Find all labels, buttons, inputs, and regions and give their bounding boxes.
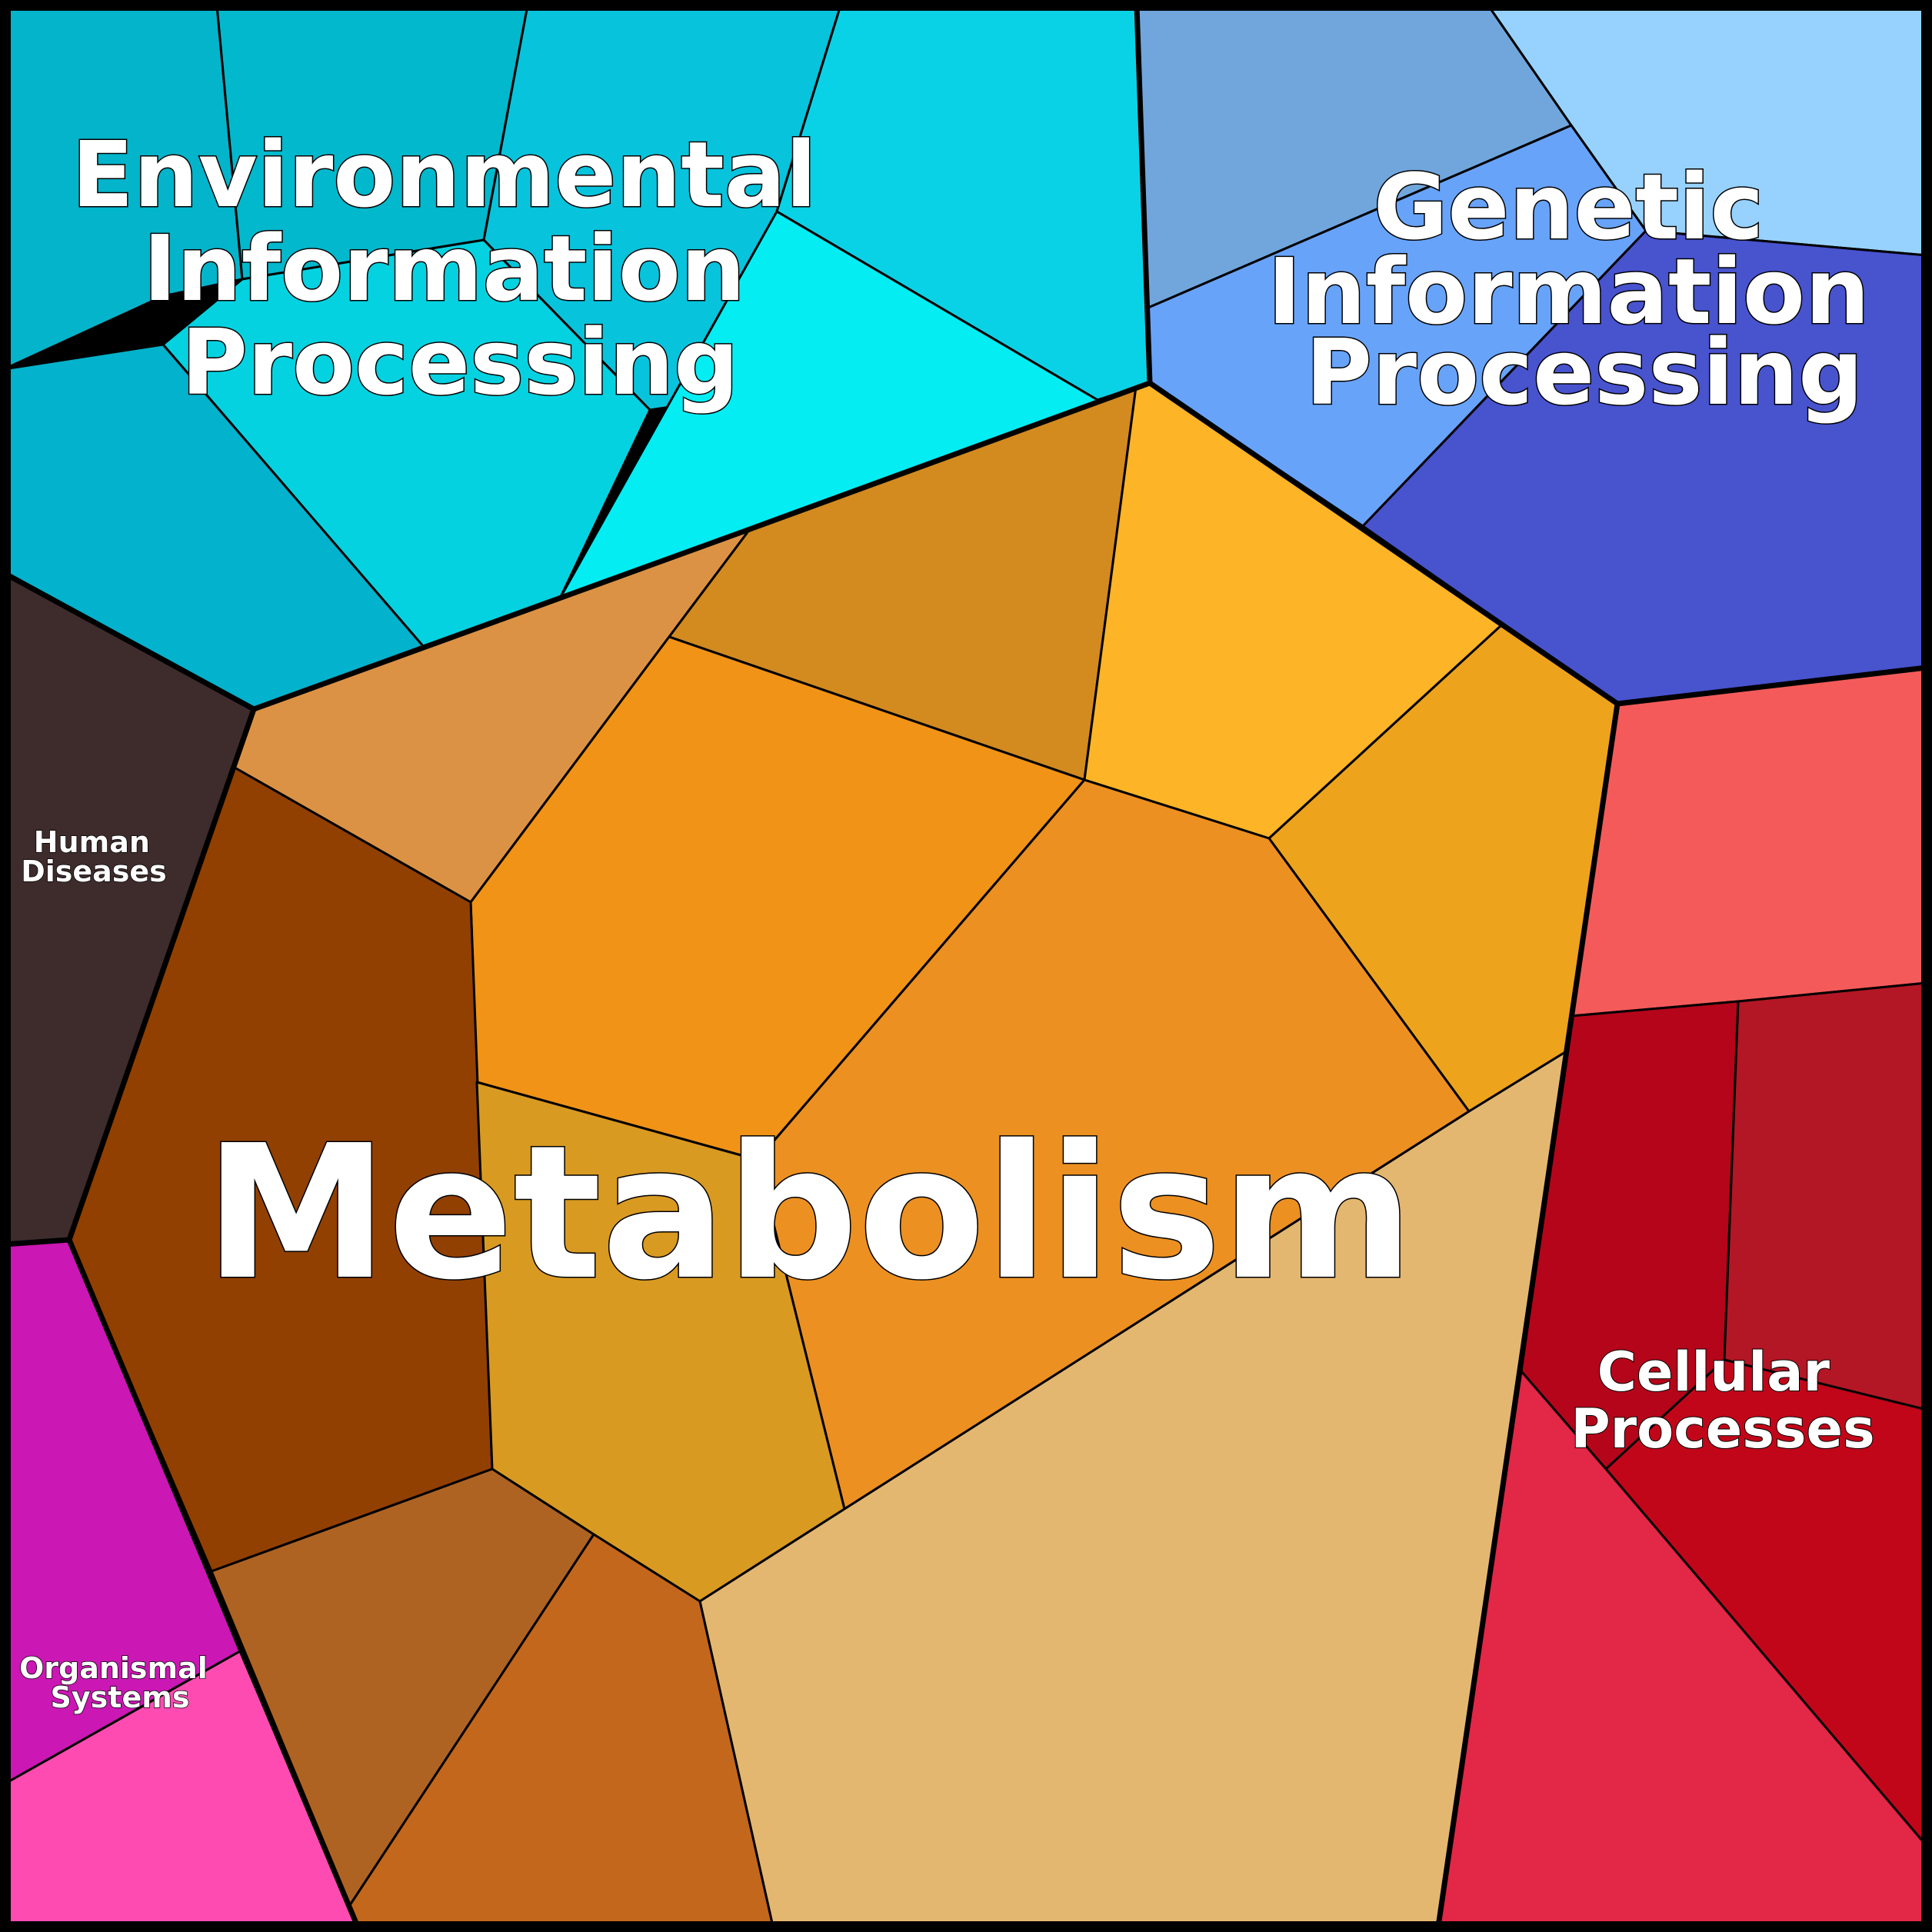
genetic-information-processing-group — [1135, 4, 1928, 705]
cellular-cell-1 — [1570, 666, 1928, 1018]
label-human-diseases: Human Diseases — [21, 825, 167, 888]
cellular-processes-group — [1437, 666, 1928, 1928]
border-env-gen — [1134, 2, 1153, 386]
metabolism-group — [68, 381, 1619, 1928]
border-organismal-metabolism — [66, 1237, 361, 1930]
label-environmental-information-processing: Environmental Information Processing — [72, 122, 848, 415]
label-cellular-processes: Cellular Processes — [1571, 1341, 1874, 1461]
label-metabolism: Metabolism — [205, 1105, 1414, 1321]
border-env-metabolism — [1, 380, 1153, 712]
label-organismal-systems: Organismal Systems — [19, 1651, 218, 1714]
label-genetic-information-processing: Genetic Information Processing — [1267, 154, 1901, 425]
border-metabolism-cellular — [1435, 701, 1621, 1930]
